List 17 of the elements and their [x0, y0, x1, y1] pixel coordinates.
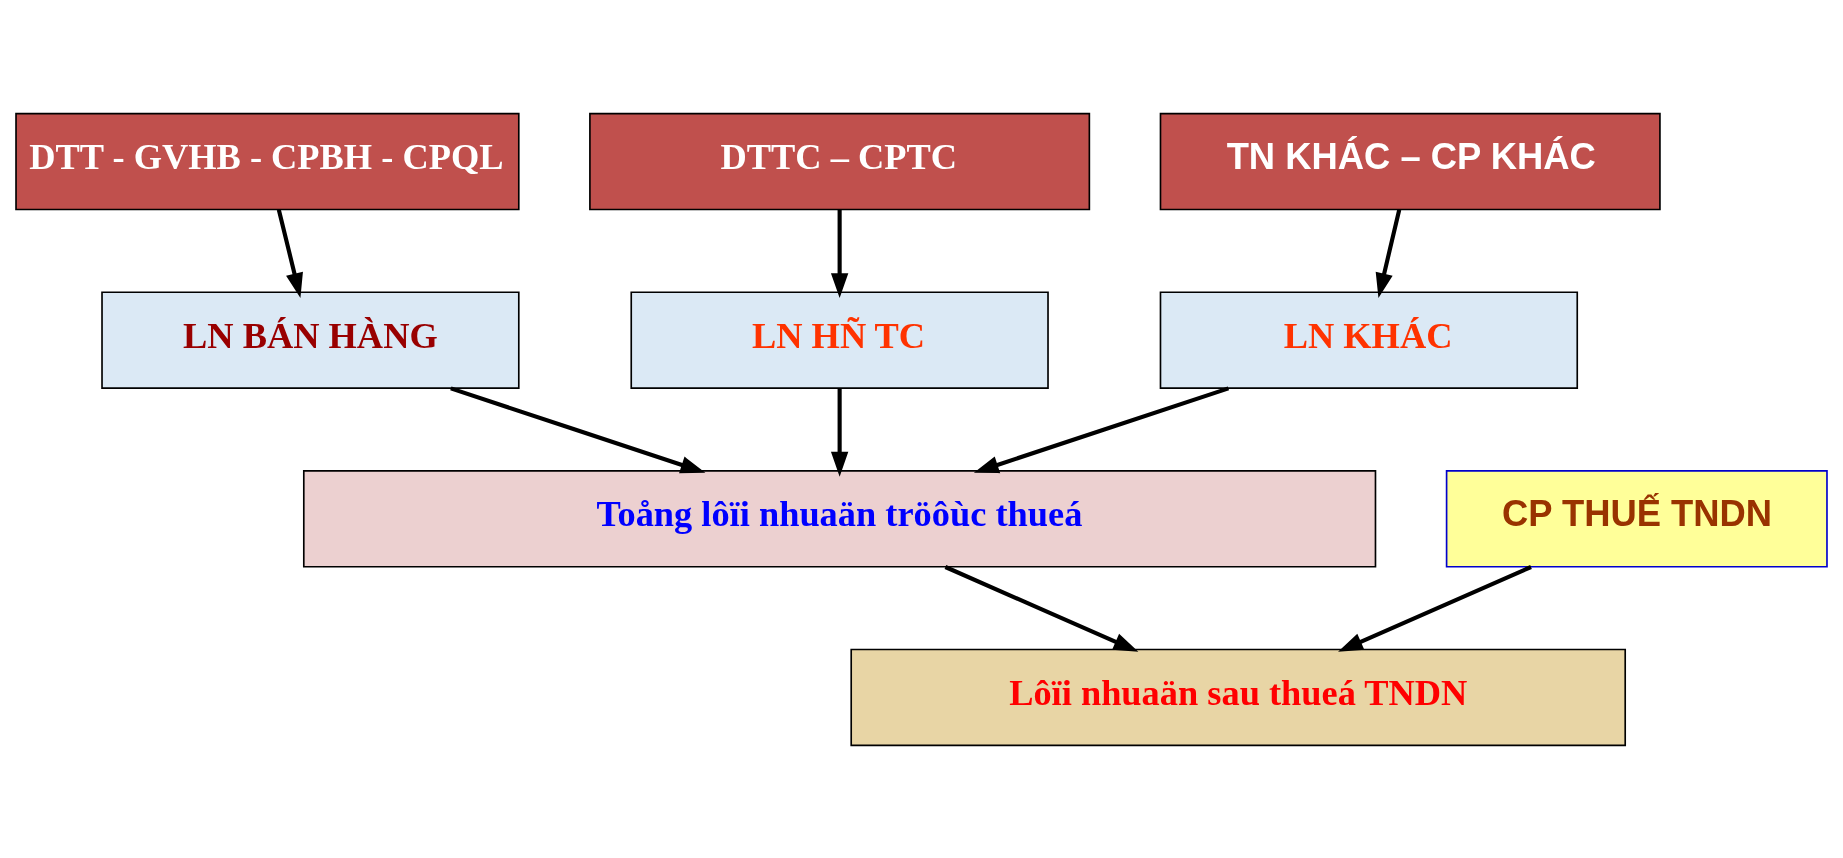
arrow [276, 208, 303, 298]
arrow [1338, 564, 1532, 652]
arrow [1375, 208, 1402, 298]
node-box: Lôïi nhuaän sau thueá TNDN [850, 648, 1627, 746]
arrow [830, 209, 849, 298]
arrow [944, 564, 1139, 652]
node-box: DTT - GVHB - CPBH - CPQL [15, 112, 520, 210]
arrow [450, 385, 706, 473]
arrow [973, 385, 1230, 473]
node-box: DTTC – CPTC [589, 112, 1091, 210]
node-box: LN HÑ TC [630, 290, 1049, 389]
node-box: Toång lôïi nhuaän tröôùc thueá [302, 469, 1377, 568]
node-box: TN KHÁC – CP KHÁC [1159, 112, 1661, 210]
arrow [830, 387, 849, 477]
node-box: LN KHÁC [1159, 290, 1579, 389]
node-box: CP THUẾ TNDN [1445, 469, 1828, 568]
node-box: LN BÁN HÀNG [101, 290, 520, 389]
